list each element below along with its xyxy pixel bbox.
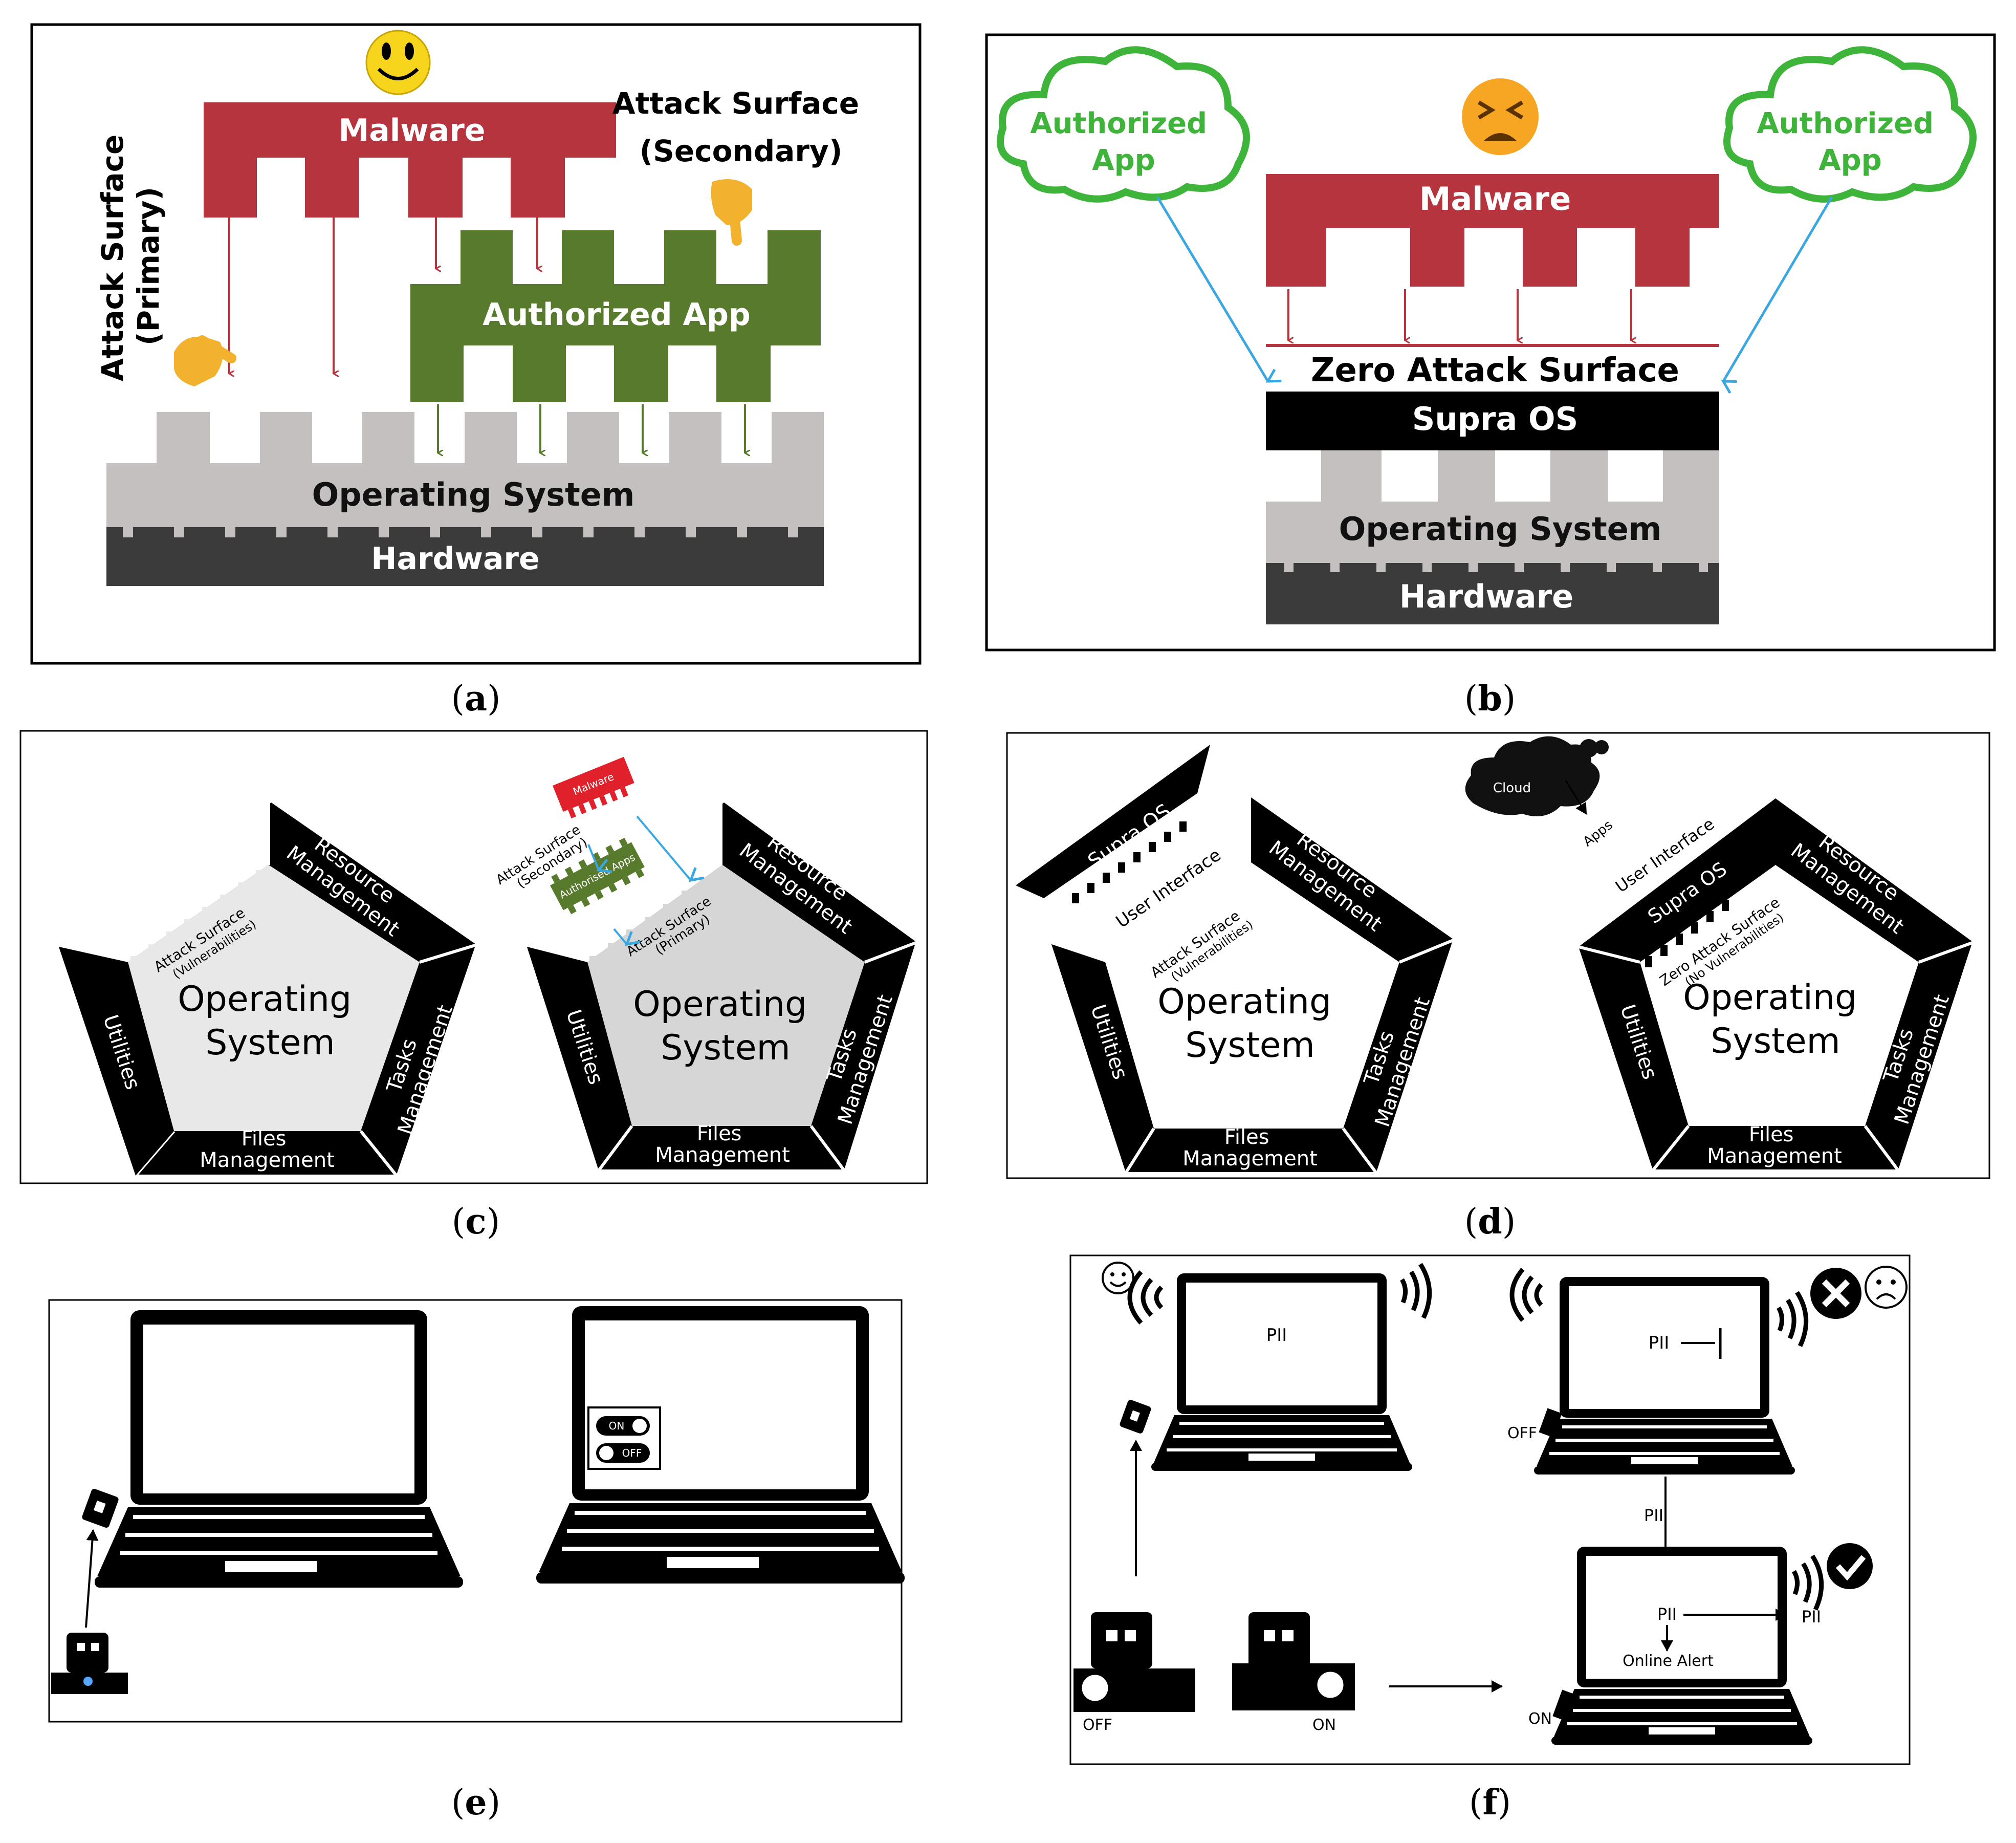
- cloud-left-label: Authorized App: [1030, 107, 1217, 177]
- os-c-right: Operating System: [633, 984, 818, 1068]
- attack-surface-secondary-label: Attack Surface (Secondary): [612, 86, 870, 168]
- cloud-arrow-right: [1723, 196, 1833, 381]
- usb-key-icon-f: [1120, 1400, 1151, 1434]
- supra-os-label: Supra OS: [1412, 400, 1579, 438]
- os-d-right: Operating System: [1683, 978, 1868, 1061]
- caption-e: (e): [451, 1782, 500, 1823]
- files-d-left: Files Management: [1182, 1125, 1318, 1170]
- wifi-icon-f-3: [1509, 1268, 1543, 1322]
- check-icon-f: [1827, 1543, 1873, 1589]
- online-alert: Online Alert: [1623, 1652, 1714, 1670]
- os-label-b: Operating System: [1339, 510, 1662, 548]
- usb-inserted-icon-f: [1539, 1408, 1562, 1438]
- device-icon-f-off: [1073, 1612, 1195, 1712]
- malware-arrows: [228, 218, 537, 374]
- wifi-icon-f-2: [1400, 1263, 1432, 1319]
- cloud-icon-left: [997, 46, 1250, 203]
- malware-label: Malware: [339, 113, 486, 148]
- authorized-app-label: Authorized App: [483, 297, 751, 333]
- pii-top-right: PII: [1649, 1333, 1670, 1353]
- hardware-label: Hardware: [371, 541, 539, 577]
- switch-off-label: OFF: [622, 1447, 642, 1459]
- cloud-icon-d: [1465, 736, 1609, 816]
- caption-b: (b): [1464, 678, 1516, 719]
- malware-block: [204, 102, 616, 218]
- device-on-label: ON: [1312, 1716, 1336, 1734]
- hardware-block: [106, 527, 824, 586]
- cloud-to-apps-arrow: [1565, 780, 1587, 815]
- off-label-laptop-f: OFF: [1507, 1424, 1537, 1442]
- authorized-app-block: [410, 230, 821, 402]
- on-label-laptop-f: ON: [1528, 1710, 1552, 1728]
- laptop-icon-f-top-left: [1151, 1273, 1412, 1471]
- wifi-icon-f-4: [1777, 1291, 1809, 1347]
- pentagon-left-d: [1016, 745, 1457, 1174]
- wifi-icon-f-1: [1127, 1270, 1164, 1325]
- caption-a: (a): [451, 678, 500, 719]
- panel-b: Authorized App Authorized App Malware: [985, 33, 1996, 652]
- cloud-label-d: Cloud: [1493, 780, 1531, 796]
- panel-c: Attack Surface (Vulnerabilities) Operati…: [19, 730, 928, 1184]
- laptop-icon-f-bottom-right: [1551, 1547, 1812, 1745]
- usb-inserted-icon-f-2: [1552, 1689, 1577, 1722]
- pentagon-right-d: [1578, 798, 1976, 1172]
- panel-a: Malware Authorized App Operating System: [30, 23, 922, 665]
- switch-on-label: ON: [609, 1420, 625, 1432]
- on-off-switch[interactable]: [587, 1406, 661, 1470]
- os-d-left: Operating System: [1157, 982, 1343, 1066]
- pii-vertical: PII: [1644, 1506, 1663, 1525]
- smiley-icon-f: [1102, 1262, 1134, 1294]
- os-block-b: [1266, 450, 1719, 563]
- malware-arrows-b: [1287, 289, 1631, 340]
- attack-surface-primary-label: Attack Surface (Primary): [95, 124, 166, 381]
- panel-d: Cloud Apps Supra OS User Interface Attac…: [1006, 732, 1990, 1179]
- hardware-block-b: [1266, 563, 1719, 624]
- attack-arrows-c: [587, 815, 691, 944]
- malware-label-b: Malware: [1419, 180, 1571, 218]
- files-d-right: Files Management: [1707, 1123, 1842, 1168]
- zero-attack-surface-label: Zero Attack Surface: [1311, 352, 1679, 389]
- os-c-left: Operating System: [178, 979, 363, 1063]
- app-arrows: [437, 404, 745, 453]
- hardware-label-b: Hardware: [1399, 578, 1573, 615]
- cloud-arrow-left: [1156, 196, 1268, 381]
- files-c-right: Files Management: [655, 1122, 790, 1167]
- device-off-label: OFF: [1083, 1716, 1112, 1734]
- device-icon-f-on: [1232, 1612, 1355, 1710]
- malware-block-b: [1266, 174, 1719, 287]
- pointing-hand-icon-primary: [174, 335, 236, 386]
- pii-bottom: PII: [1657, 1605, 1677, 1624]
- panel-f: PII PII: [1069, 1254, 1911, 1765]
- pentagon-right-c: [527, 801, 919, 1172]
- pentagon-left-c: [59, 801, 479, 1177]
- device-icon-e: [51, 1633, 128, 1694]
- os-label: Operating System: [312, 476, 635, 513]
- cloud-icon-right: [1723, 46, 1977, 203]
- caption-f: (f): [1469, 1782, 1511, 1823]
- sad-face-icon-f: [1865, 1266, 1908, 1309]
- laptop-icon-f-top-right: [1534, 1277, 1795, 1475]
- caption-d: (d): [1464, 1201, 1516, 1242]
- close-icon-f: [1810, 1268, 1861, 1319]
- panel-e: ON OFF: [48, 1299, 905, 1723]
- usb-key-icon-e: [82, 1489, 119, 1528]
- pointing-hand-icon-secondary: [711, 179, 752, 246]
- files-c-left: Files Management: [200, 1127, 335, 1172]
- wifi-icon-f-5: [1792, 1554, 1824, 1611]
- pii-top-left: PII: [1266, 1325, 1287, 1346]
- smiley-icon: [365, 30, 431, 95]
- pii-out: PII: [1802, 1607, 1821, 1627]
- caption-c: (c): [452, 1201, 500, 1242]
- distressed-face-icon: [1462, 78, 1539, 155]
- cloud-right-label: Authorized App: [1757, 107, 1943, 177]
- laptop-icon-e-left: [95, 1310, 463, 1588]
- laptop-icon-e-right: [536, 1306, 905, 1584]
